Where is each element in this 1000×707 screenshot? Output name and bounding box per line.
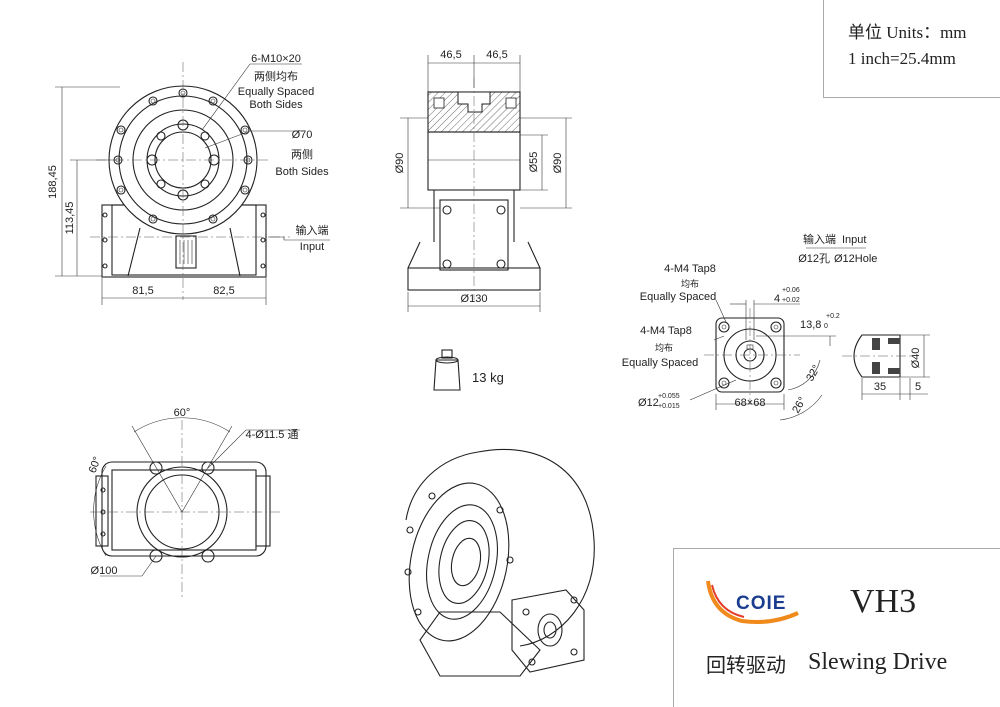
tap-mid-cn: 均布 [655, 342, 673, 353]
dim-inner-dia: Ø55 [528, 152, 540, 173]
key-width-tol-lower: +0.02 [782, 297, 800, 304]
detail-header-cn: 输入端 [803, 232, 836, 246]
tap-top-en: Equally Spaced [640, 291, 716, 303]
bottom-base-plate [101, 461, 267, 557]
bottom-holes: 4-Ø11.5 通 [246, 428, 299, 441]
detail-header-en: Input [842, 234, 866, 246]
bottom-angle-left: 60° [87, 455, 104, 475]
dim-top-left: 46,5 [440, 49, 461, 61]
bottom-dia: Ø100 [91, 565, 118, 577]
isometric-view [404, 448, 595, 677]
tap-mid: 4-M4 Tap8 [640, 325, 692, 337]
key-depth-tol-lower: 0 [824, 323, 828, 330]
product-name-cn: 回转驱动 [706, 655, 786, 677]
bore: Ø12 [638, 397, 659, 409]
units-box: 单位 Units：mm 1 inch=25.4mm [823, 0, 1000, 98]
housing-bolt [260, 212, 266, 218]
section-len-a: 35 [874, 381, 886, 393]
angle-b: 26° [790, 395, 809, 415]
units-line-1: 单位 Units：mm [848, 23, 967, 42]
logo-swoosh-icon [706, 580, 799, 624]
housing-bolt [102, 237, 108, 243]
input-detail-view [689, 247, 930, 421]
callout-bolts-en1: Equally Spaced [238, 86, 314, 98]
logo-text: COIE [736, 593, 787, 614]
model-name: VH3 [850, 583, 917, 620]
dim-height-axis: 113,45 [64, 202, 76, 235]
product-name-en: Slewing Drive [808, 649, 948, 675]
callout-dia: Ø70 [292, 129, 313, 141]
bore-tol-upper: +0.055 [658, 393, 680, 400]
key-depth: 13,8 [800, 319, 821, 331]
bore-tol-lower: +0.015 [658, 403, 680, 410]
input-label-cn: 输入端 [296, 223, 329, 237]
weight-icon [433, 349, 461, 391]
dim-top-right: 46,5 [486, 49, 507, 61]
input-label-en: Input [300, 241, 324, 253]
detail-hole-cn: Ø12孔 [798, 252, 830, 265]
section-dia: Ø40 [910, 348, 922, 369]
tap-top: 4-M4 Tap8 [664, 263, 716, 275]
weight-value: 13 kg [472, 370, 504, 385]
iso-output-flange [408, 482, 510, 642]
housing-bolt [102, 212, 108, 218]
dim-left-width: 81,5 [132, 285, 153, 297]
bottom-view [90, 417, 300, 600]
callout-dia-en: Both Sides [275, 166, 329, 178]
housing-bolt [102, 263, 108, 269]
angle-a: 32° [804, 363, 823, 383]
title-block: COIE VH3 回转驱动 Slewing Drive [673, 548, 1000, 707]
key-width-tol-upper: +0.06 [782, 287, 800, 294]
side-view [400, 55, 572, 312]
input-section-view [853, 334, 901, 378]
bottom-angle-top: 60° [174, 407, 191, 419]
callout-bolts-cn: 两侧均布 [254, 70, 298, 83]
callout-bolts: 6-M10×20 [251, 53, 301, 65]
dim-right-dia: Ø90 [552, 153, 564, 174]
units-line-2: 1 inch=25.4mm [848, 49, 956, 68]
dim-base: Ø130 [461, 293, 488, 305]
key-depth-tol-upper: +0.2 [826, 313, 840, 320]
iso-input-housing [511, 589, 585, 673]
input-shaft [175, 235, 197, 269]
square-dim: 68×68 [735, 397, 766, 409]
callout-bolts-en2: Both Sides [249, 99, 303, 111]
iso-base [419, 611, 541, 677]
coie-logo: COIE [702, 577, 802, 629]
dim-height-total: 188,45 [47, 165, 59, 199]
detail-hole-en: Ø12Hole [834, 253, 877, 265]
housing-bolt [260, 237, 266, 243]
key-width: 4 [774, 293, 780, 305]
tap-mid-en: Equally Spaced [622, 357, 698, 369]
dim-right-width: 82,5 [213, 285, 234, 297]
front-view [55, 62, 330, 305]
callout-dia-cn: 两侧 [291, 148, 313, 161]
section-len-b: 5 [915, 381, 921, 393]
housing-bolt [260, 263, 266, 269]
dim-left-dia: Ø90 [394, 153, 406, 174]
tap-top-cn: 均布 [681, 278, 699, 289]
